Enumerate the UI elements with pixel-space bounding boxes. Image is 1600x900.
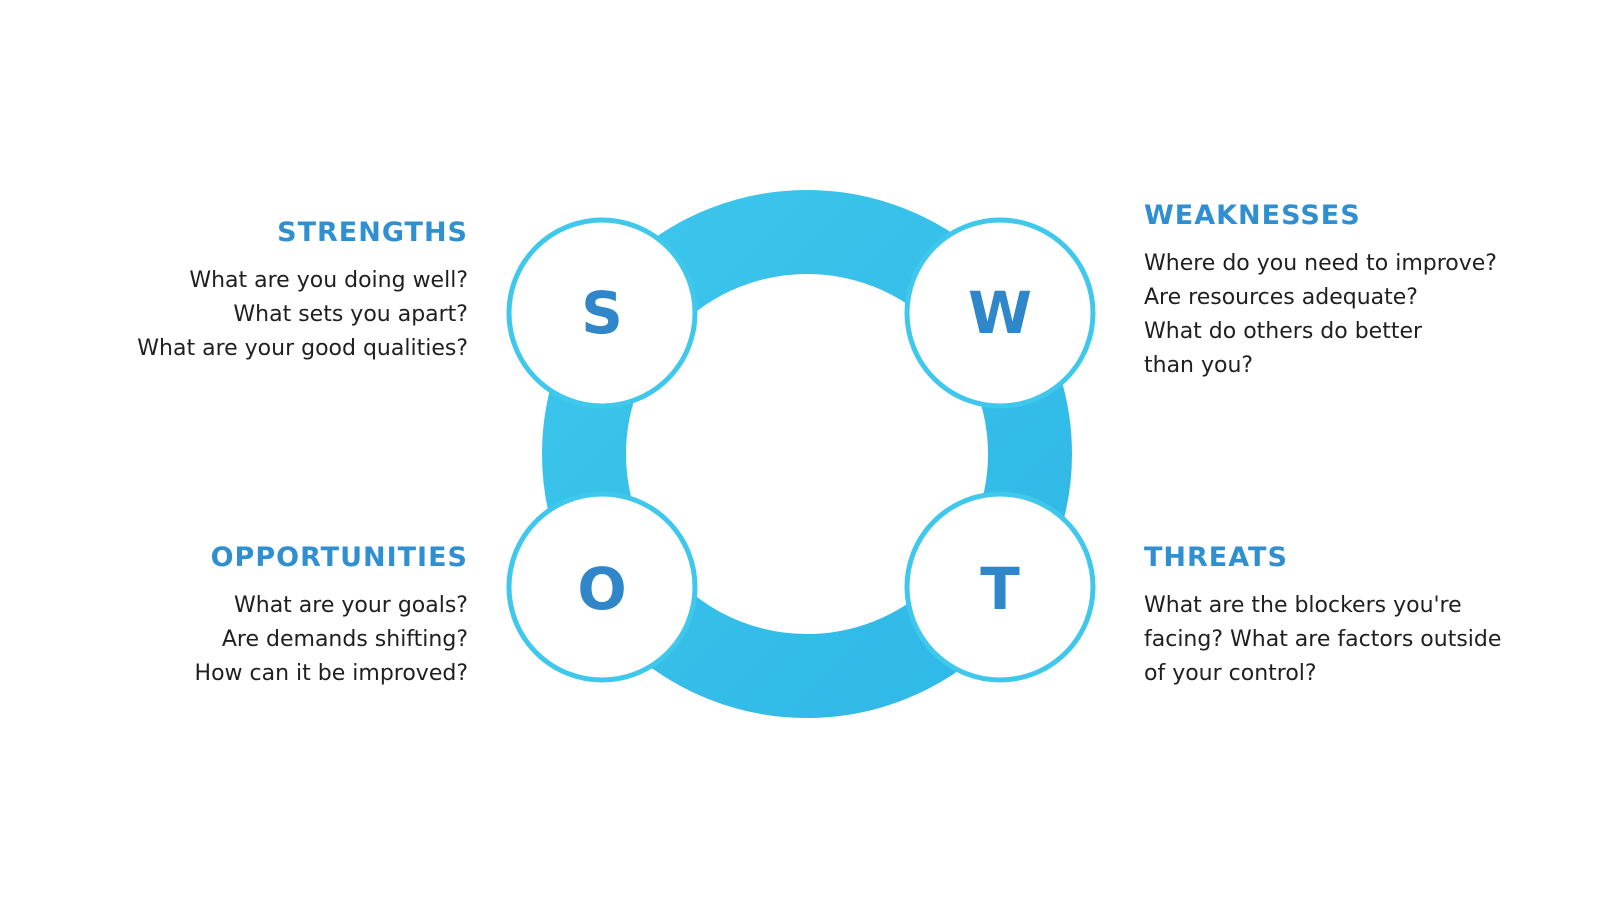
letter-w: W: [968, 279, 1032, 347]
weaknesses-heading: WEAKNESSES: [1144, 200, 1361, 231]
weaknesses-block: WEAKNESSES Where do you need to improve?…: [1144, 199, 1524, 383]
threats-block: THREATS What are the blockers you're fac…: [1144, 541, 1524, 691]
threats-questions: What are the blockers you're facing? Wha…: [1144, 589, 1524, 691]
opportunities-question: What are your goals?: [234, 593, 468, 618]
circle-opportunities: O: [506, 491, 698, 683]
strengths-heading: STRENGTHS: [277, 217, 468, 248]
weaknesses-question: than you?: [1144, 353, 1254, 378]
opportunities-questions: What are your goals? Are demands shiftin…: [88, 589, 468, 691]
strengths-question: What are your good qualities?: [137, 336, 468, 361]
weaknesses-question: Are resources adequate?: [1144, 285, 1418, 310]
circle-weaknesses: W: [904, 217, 1096, 409]
opportunities-question: Are demands shifting?: [221, 627, 468, 652]
threats-heading: THREATS: [1144, 542, 1288, 573]
strengths-block: STRENGTHS What are you doing well? What …: [88, 216, 468, 366]
opportunities-block: OPPORTUNITIES What are your goals? Are d…: [88, 541, 468, 691]
letter-t: T: [980, 555, 1020, 623]
weaknesses-questions: Where do you need to improve? Are resour…: [1144, 247, 1524, 383]
threats-question: What are the blockers you're: [1144, 593, 1462, 618]
circle-threats: T: [904, 491, 1096, 683]
letter-s: S: [581, 279, 623, 347]
threats-question: of your control?: [1144, 661, 1317, 686]
strengths-question: What are you doing well?: [189, 268, 468, 293]
threats-question: facing? What are factors outside: [1144, 627, 1502, 652]
opportunities-heading: OPPORTUNITIES: [210, 542, 468, 573]
weaknesses-question: What do others do better: [1144, 319, 1423, 344]
strengths-questions: What are you doing well? What sets you a…: [88, 264, 468, 366]
letter-o: O: [577, 555, 626, 623]
circle-strengths: S: [506, 217, 698, 409]
strengths-question: What sets you apart?: [233, 302, 468, 327]
central-ring: [542, 190, 1072, 718]
weaknesses-question: Where do you need to improve?: [1144, 251, 1497, 276]
opportunities-question: How can it be improved?: [194, 661, 468, 686]
